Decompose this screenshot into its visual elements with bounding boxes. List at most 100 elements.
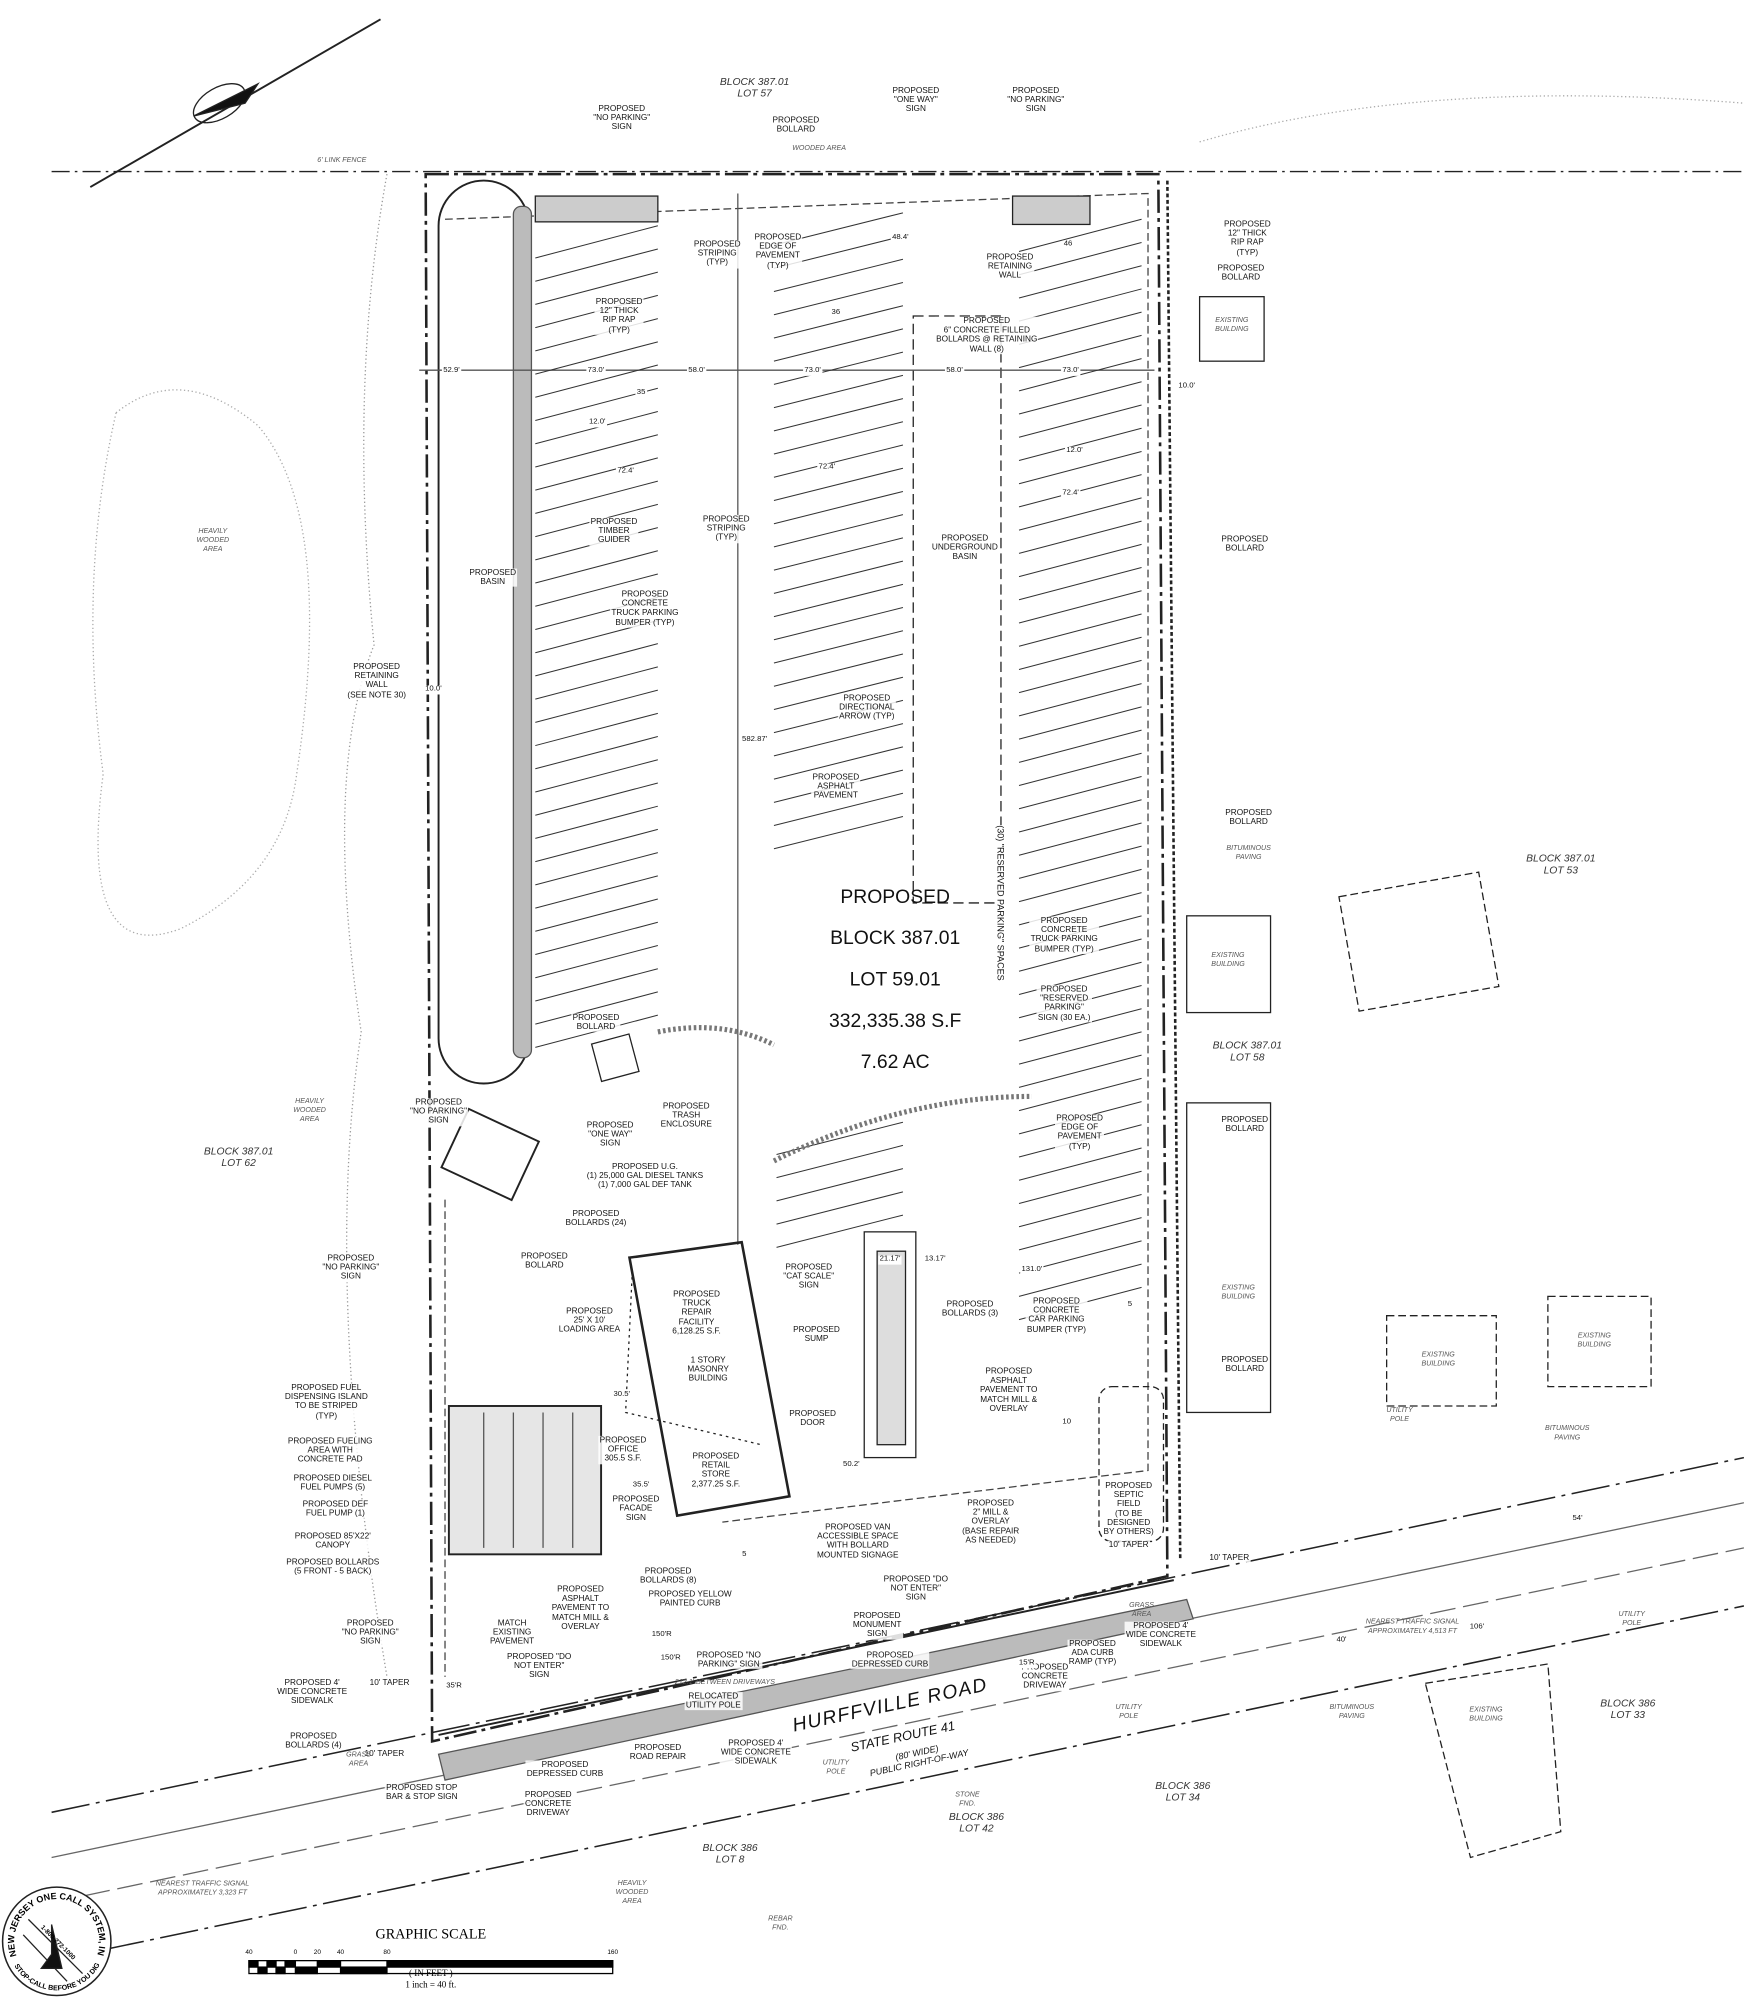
- callout-label: PROPOSED BOLLARD: [1220, 1355, 1270, 1375]
- parking-stall-stripe: [1018, 799, 1142, 833]
- callout-label: PROPOSED "RESERVED PARKING" SIGN (30 EA.…: [1036, 984, 1092, 1023]
- scale-tick: 160: [607, 1949, 619, 1957]
- parking-stall-stripe: [535, 225, 658, 259]
- lot-block: BLOCK 387.01: [830, 927, 961, 950]
- dimension-label: 30.5': [612, 1391, 632, 1401]
- callout-label: MATCH EXISTING PAVEMENT: [488, 1619, 536, 1647]
- parking-stall-stripe: [1018, 520, 1142, 554]
- parking-stall-stripe: [773, 537, 904, 571]
- parking-stall-stripe: [1018, 404, 1142, 438]
- hatched-area: [534, 195, 659, 223]
- parking-stall-stripe: [1018, 868, 1142, 903]
- parking-stall-stripe: [1018, 1008, 1142, 1042]
- block-lot-label: BLOCK 387.01 LOT 58: [1212, 1039, 1283, 1063]
- parking-stall-stripe: [1018, 474, 1142, 508]
- scale-tick: 40: [245, 1949, 253, 1957]
- hurffville-road: [51, 1456, 1744, 1962]
- scale-tick: 80: [383, 1949, 391, 1957]
- existing-feature-label: EXISTING BUILDING: [1211, 951, 1245, 969]
- existing-feature-label: 212.1' BETWEEN DRIVEWAYS: [674, 1678, 775, 1687]
- parking-stall-stripe: [535, 248, 658, 282]
- callout-label: PROPOSED BOLLARDS (24): [564, 1209, 628, 1229]
- parking-stall-stripe: [773, 792, 904, 827]
- callout-label: PROPOSED BOLLARDS (8): [638, 1566, 698, 1586]
- callout-label: PROPOSED SEPTIC FIELD (TO BE DESIGNED BY…: [1102, 1481, 1156, 1538]
- parking-stall-stripe: [535, 991, 658, 1025]
- parking-stall-stripe: [773, 305, 904, 339]
- seal-bottom-text-path: STOP-CALL BEFORE YOU DIG!: [0, 0, 102, 1992]
- callout-label: PROPOSED EDGE OF PAVEMENT (TYP): [753, 232, 803, 271]
- stall-count-label: 35: [635, 388, 647, 399]
- existing-feature-label: NEAREST TRAFFIC SIGNAL APPROXIMATELY 3,3…: [155, 1880, 250, 1898]
- existing-feature-label: GRASS AREA: [1129, 1601, 1154, 1619]
- dimension-label: 21.17': [878, 1255, 902, 1265]
- callout-label: PROPOSED STRIPING (TYP): [701, 514, 751, 543]
- retaining-wall-rip-rap: [512, 205, 533, 1059]
- parking-stall-stripe: [535, 712, 658, 747]
- parking-stall-stripe: [535, 341, 658, 375]
- callout-label: PROPOSED STOP BAR & STOP SIGN: [384, 1783, 459, 1803]
- callout-label: PROPOSED "CAT SCALE" SIGN: [782, 1263, 836, 1291]
- existing-feature-label: EXISTING BUILDING: [1421, 1351, 1455, 1369]
- callout-label: PROPOSED ASPHALT PAVEMENT: [811, 772, 861, 801]
- lot-title-proposed: PROPOSED: [840, 886, 951, 909]
- parking-stall-stripe: [1018, 706, 1142, 740]
- dimension-label: 73.0': [586, 366, 606, 377]
- property-boundary: [424, 172, 1169, 1743]
- callout-label: PROPOSED "ONE WAY" SIGN: [891, 86, 941, 115]
- existing-feature-label: BITUMINOUS PAVING: [1226, 844, 1271, 862]
- parking-stall-stripe: [773, 653, 904, 687]
- parking-stall-stripe: [1018, 334, 1142, 369]
- parking-stall-stripe: [773, 560, 904, 594]
- parking-stall-stripe: [773, 676, 904, 710]
- existing-building: [1186, 915, 1272, 1014]
- callout-label: 10' TAPER: [368, 1678, 411, 1688]
- parking-stall-stripe: [535, 805, 658, 839]
- parking-stall-stripe: [535, 736, 658, 770]
- dimension-label: 50.2': [841, 1460, 861, 1470]
- parking-stall-stripe: [773, 281, 904, 316]
- graphic-scale-title: GRAPHIC SCALE: [375, 1927, 487, 1943]
- callout-label: PROPOSED BOLLARD: [1216, 264, 1266, 283]
- callout-label: PROPOSED RETAINING WALL: [985, 253, 1035, 281]
- parking-stall-stripe: [776, 1121, 904, 1155]
- callout-label: PROPOSED 25' X 10' LOADING AREA: [557, 1306, 622, 1335]
- parking-stall-stripe: [1018, 427, 1142, 461]
- existing-feature-label: 6' LINK FENCE: [317, 156, 367, 165]
- existing-feature-label: HEAVILY WOODED AREA: [293, 1097, 326, 1125]
- parking-stall-stripe: [773, 514, 904, 548]
- callout-label: PROPOSED CONCRETE TRUCK PARKING BUMPER (…: [1029, 916, 1100, 954]
- parking-stall-stripe: [535, 573, 658, 607]
- callout-label: PROPOSED BOLLARDS (4): [283, 1732, 343, 1751]
- callout-label: PROPOSED VAN ACCESSIBLE SPACE WITH BOLLA…: [815, 1522, 900, 1561]
- parking-stall-stripe: [1018, 497, 1142, 531]
- parking-stall-stripe: [773, 723, 904, 757]
- callout-label: PROPOSED "NO PARKING" SIGN: [591, 104, 652, 133]
- callout-label: PROPOSED "NO PARKING" SIGN: [695, 1650, 763, 1670]
- callout-label: 1 STORY MASONRY BUILDING: [686, 1355, 731, 1384]
- dimension-label: 106': [1468, 1623, 1486, 1633]
- parking-stall-stripe: [1018, 845, 1142, 879]
- block-lot-label: BLOCK 386 LOT 42: [948, 1811, 1004, 1835]
- parking-stall-stripe: [773, 607, 904, 641]
- parking-stall-stripe: [1018, 1170, 1142, 1204]
- callout-label: PROPOSED EDGE OF PAVEMENT (TYP): [1054, 1113, 1105, 1152]
- callout-label: PROPOSED 4' WIDE CONCRETE SIDEWALK: [719, 1739, 793, 1767]
- callout-label: PROPOSED UNDERGROUND BASIN: [930, 534, 1000, 563]
- stall-count-label: 5: [740, 1550, 748, 1561]
- dimension-label: 72.4': [616, 467, 636, 477]
- parking-stall-stripe: [773, 630, 904, 664]
- existing-feature-label: UTILITY POLE: [822, 1759, 850, 1777]
- parking-stall-stripe: [1018, 1147, 1142, 1181]
- callout-label: PROPOSED ADA CURB RAMP (TYP): [1067, 1639, 1118, 1668]
- existing-feature-label: UTILITY POLE: [1386, 1407, 1413, 1425]
- block-lot-label: BLOCK 387.01 LOT 57: [719, 76, 790, 100]
- callout-label: PROPOSED SUMP: [791, 1325, 842, 1345]
- callout-label: PROPOSED STRIPING (TYP): [692, 240, 742, 269]
- parking-stall-stripe: [535, 364, 658, 398]
- callout-label: PROPOSED TIMBER GUIDER: [589, 517, 639, 546]
- parking-stall-stripe: [535, 434, 658, 468]
- truck-repair-building: [627, 1240, 791, 1518]
- existing-feature-label: EXISTING BUILDING: [1469, 1706, 1503, 1724]
- callout-label: PROPOSED ASPHALT PAVEMENT TO MATCH MILL …: [550, 1585, 611, 1632]
